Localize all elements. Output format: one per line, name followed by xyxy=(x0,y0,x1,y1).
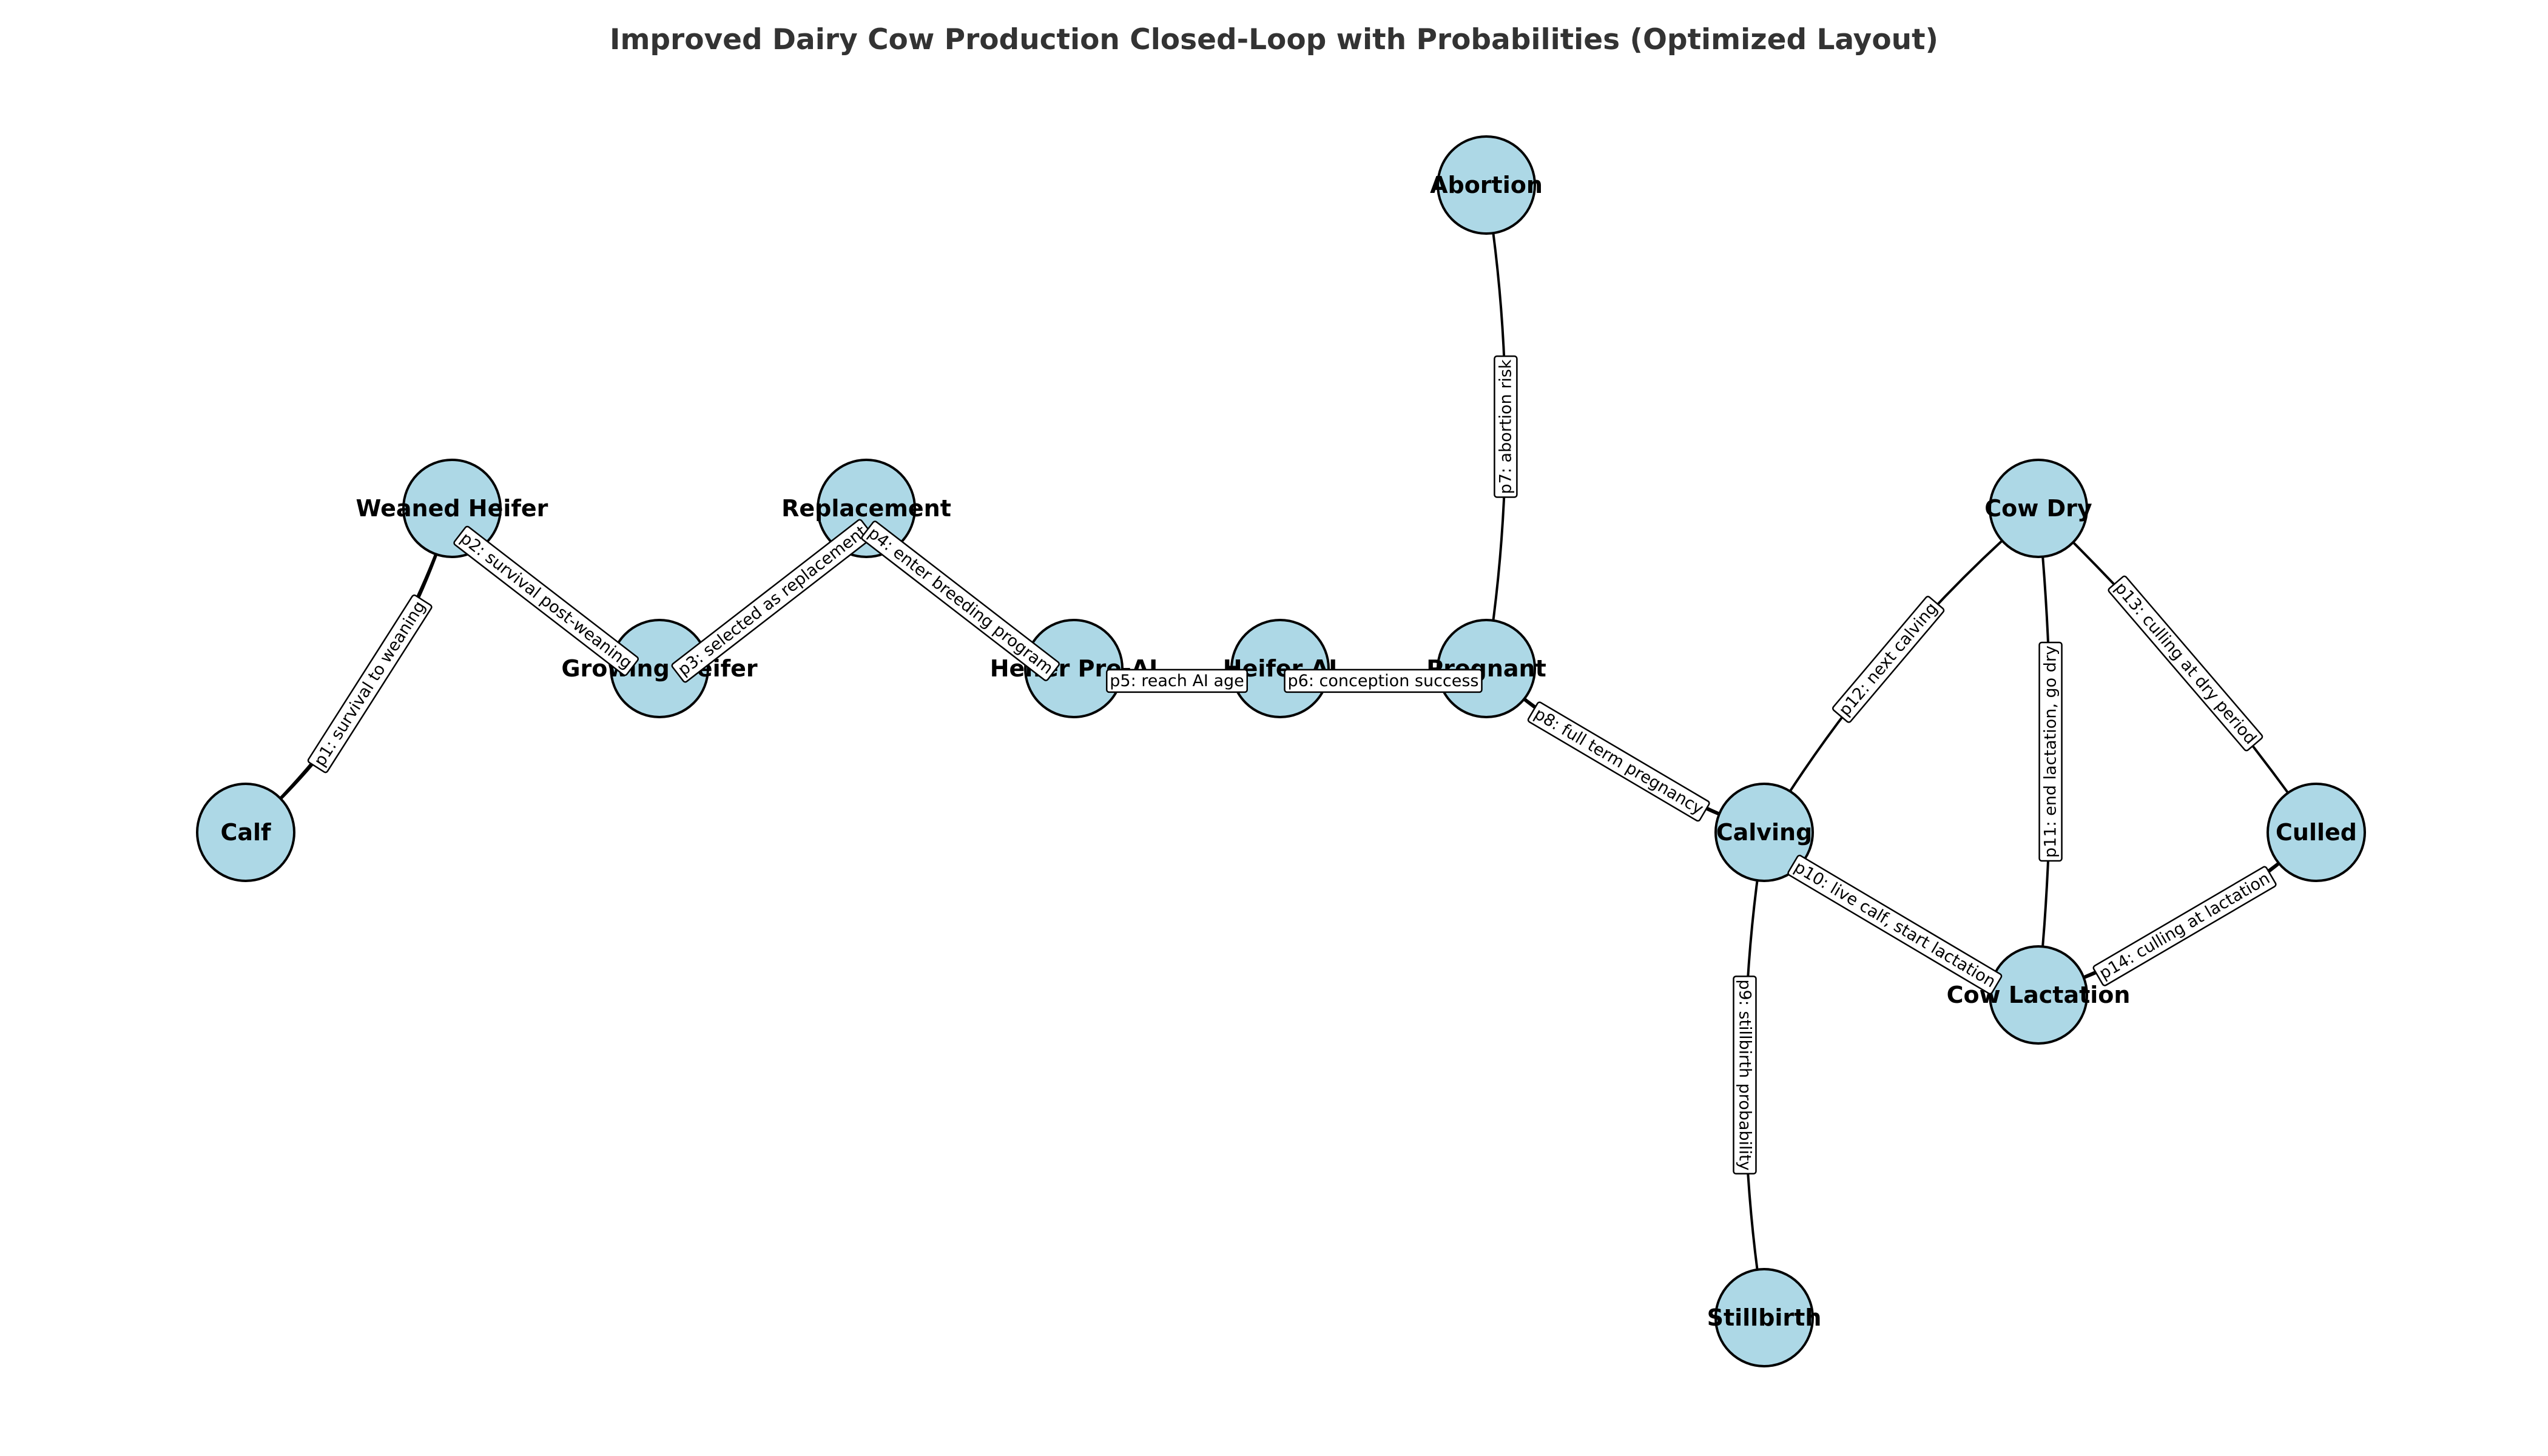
edge-label-box xyxy=(1787,854,2003,995)
node-label: Culled xyxy=(2276,819,2357,846)
node-label: Growing Heifer xyxy=(561,655,758,682)
edge-label-text: p2: survival post-weaning xyxy=(457,529,636,673)
edge-label-text: p7: abortion risk xyxy=(1496,359,1515,494)
edge-calf-to-weaned xyxy=(244,508,453,834)
node-stillbirth: Stillbirth xyxy=(1707,1268,1822,1367)
edge-label-box xyxy=(2038,641,2063,862)
edge-label-e10: p10: live calf, start lactation xyxy=(1787,854,2003,995)
edge-label-e8: p8: full term pregnancy xyxy=(1527,701,1710,822)
edge-label-e9: p9: stillbirth probability xyxy=(1733,976,1757,1175)
edge-label-e14: p14: culling at lactation xyxy=(2092,866,2277,986)
edge-dry-to-calving xyxy=(1763,507,2040,834)
node-ai: Heifer AI xyxy=(1223,619,1337,718)
node-calving: Calving xyxy=(1714,783,1814,882)
node-label: Cow Lactation xyxy=(1947,982,2131,1008)
node-circle xyxy=(1024,619,1124,718)
edge-label-box xyxy=(1105,669,1249,693)
edge-label-e4: p4: enter breeding program xyxy=(861,521,1060,681)
node-label: Cow Dry xyxy=(1984,495,2092,522)
node-calf: Calf xyxy=(196,783,295,882)
node-label: Replacement xyxy=(781,495,951,522)
edge-label-e12: p12: next calving xyxy=(1832,596,1945,723)
edge-label-box xyxy=(1832,596,1945,723)
edge-line xyxy=(244,508,453,834)
node-label: Weaned Heifer xyxy=(356,495,548,522)
edge-label-e11: p11: end lactation, go dry xyxy=(2038,641,2063,862)
edge-label-box xyxy=(453,525,639,676)
edges-layer xyxy=(244,184,2317,1318)
node-label: Stillbirth xyxy=(1707,1304,1822,1331)
edge-label-text: p11: end lactation, go dry xyxy=(2041,645,2060,858)
node-circle xyxy=(196,783,295,882)
edge-label-text: p14: culling at lactation xyxy=(2096,869,2273,983)
edge-label-box xyxy=(861,521,1060,681)
node-culled: Culled xyxy=(2267,783,2366,882)
edge-label-text: p3: selected as replacement xyxy=(675,522,871,680)
edge-label-e7: p7: abortion risk xyxy=(1494,355,1518,498)
edge-label-text: p5: reach AI age xyxy=(1110,672,1244,690)
node-dry: Cow Dry xyxy=(1984,459,2092,558)
edge-label-text: p10: live calf, start lactation xyxy=(1791,858,1999,992)
node-preai: Heifer Pre-AI xyxy=(990,619,1158,718)
edge-label-box xyxy=(1527,701,1710,822)
edge-label-text: p1: survival to weaning xyxy=(311,598,430,769)
edge-label-e3: p3: selected as replacement xyxy=(671,519,874,683)
edge-label-e2: p2: survival post-weaning xyxy=(453,525,639,676)
node-circle xyxy=(610,619,709,718)
edge-label-text: p8: full term pregnancy xyxy=(1531,704,1707,818)
edge-label-box xyxy=(2092,866,2277,986)
edge-label-box xyxy=(671,519,874,683)
node-circle xyxy=(1714,783,1814,882)
edge-label-box xyxy=(1284,669,1483,693)
edge-label-box xyxy=(307,594,433,774)
edge-line xyxy=(1763,507,2040,834)
node-label: Calf xyxy=(220,819,271,846)
node-lactation: Cow Lactation xyxy=(1947,945,2131,1045)
edge-label-e5: p5: reach AI age xyxy=(1105,669,1249,693)
edge-label-text: p6: conception success xyxy=(1288,672,1479,690)
edge-line xyxy=(244,508,453,834)
node-weaned: Weaned Heifer xyxy=(356,459,548,558)
edge-label-text: p13: culling at dry period xyxy=(2111,579,2260,748)
node-growing: Growing Heifer xyxy=(561,619,758,718)
edge-label-e13: p13: culling at dry period xyxy=(2108,575,2263,752)
node-circle xyxy=(1714,1268,1814,1367)
edge-label-e1: p1: survival to weaning xyxy=(307,594,433,774)
edge-label-box xyxy=(1494,355,1518,498)
edge-label-text: p12: next calving xyxy=(1835,599,1941,720)
edge-label-text: p9: stillbirth probability xyxy=(1736,979,1754,1170)
edge-label-e6: p6: conception success xyxy=(1284,669,1483,693)
node-circle xyxy=(1989,945,2088,1045)
node-label: Calving xyxy=(1716,819,1813,846)
edge-label-text: p4: enter breeding program xyxy=(864,524,1057,678)
node-abortion: Abortion xyxy=(1430,135,1543,235)
diagram-title: Improved Dairy Cow Production Closed-Loo… xyxy=(609,23,1939,56)
node-circle xyxy=(2267,783,2366,882)
node-label: Abortion xyxy=(1430,172,1543,198)
node-circle xyxy=(1437,135,1536,235)
edge-label-box xyxy=(2108,575,2263,752)
edge-label-box xyxy=(1733,976,1757,1175)
node-circle xyxy=(1989,459,2088,558)
